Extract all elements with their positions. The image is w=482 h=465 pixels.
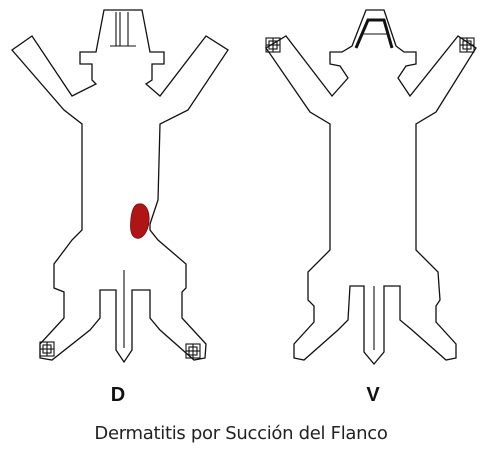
ventral-left-paw-claws <box>265 37 281 53</box>
flank-lesion-marker <box>130 203 150 239</box>
ventral-right-paw-claws <box>459 37 475 53</box>
dorsal-left-paw-claws <box>39 341 55 357</box>
dorsal-right-paw-claws <box>185 343 201 359</box>
dorsal-view-label: D <box>110 384 126 406</box>
ventral-view <box>265 9 477 366</box>
ventral-body-outline <box>265 9 477 366</box>
dorsal-body-outline <box>11 9 229 364</box>
ventral-view-label: V <box>366 384 380 406</box>
figure-caption: Dermatitis por Succión del Flanco <box>94 423 388 444</box>
dorsal-view <box>11 9 229 364</box>
